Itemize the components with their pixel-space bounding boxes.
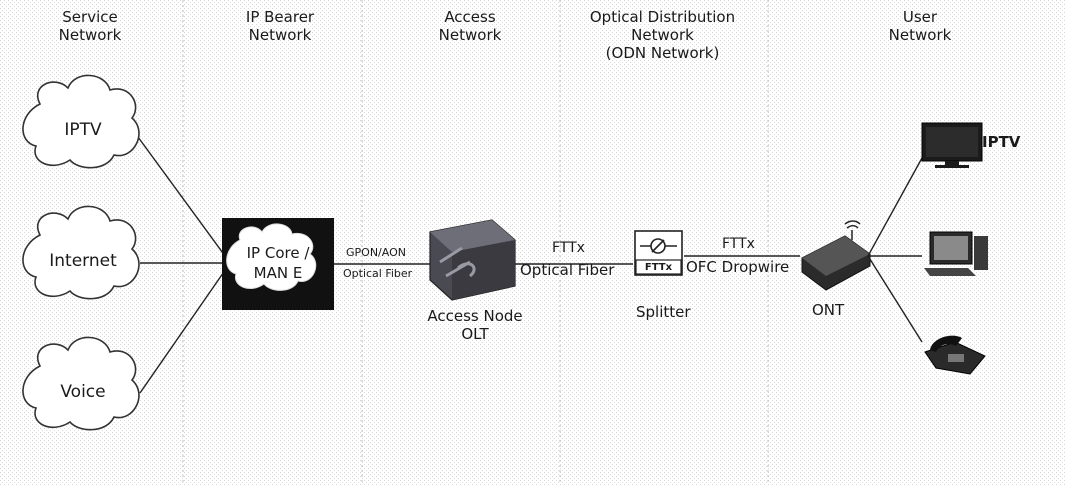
cloud-label-iptv: IPTV (64, 120, 102, 140)
column-header-line: (ODN Network) (605, 44, 720, 62)
splitter-badge: FTTx (644, 262, 673, 273)
column-header-line: Network (631, 26, 694, 44)
column-header-line: IP Bearer (245, 8, 315, 26)
ip-core-label: IP Core / MAN E (232, 243, 324, 283)
column-separators (182, 0, 769, 485)
cloud-label-internet: Internet (49, 251, 117, 271)
column-header-line: Network (438, 26, 502, 44)
ip-core-label-line: MAN E (253, 264, 303, 282)
cloud-icon (22, 74, 140, 431)
cloud-voice (22, 336, 140, 431)
ont-label: ONT (812, 301, 845, 319)
column-header-access: Access Network (420, 8, 520, 44)
olt-label: Access Node OLT (410, 307, 540, 343)
column-header-line: Service (62, 8, 118, 26)
user-iptv-label: IPTV (982, 133, 1021, 151)
service-links (137, 136, 229, 394)
computer-icon (924, 231, 988, 276)
link-label-fttx-2: FTTx (722, 236, 755, 252)
ont-router-icon (801, 220, 871, 291)
olt-device-icon (429, 219, 516, 301)
column-header-line: User (902, 8, 938, 26)
splitter-label: Splitter (636, 303, 691, 321)
column-header-service: Service Network (40, 8, 140, 44)
splitter-icon (634, 230, 683, 276)
link-label-optical-fiber-2: Optical Fiber (520, 261, 615, 279)
column-header-odn: Optical Distribution Network (ODN Networ… (570, 8, 755, 62)
olt-label-line: OLT (461, 325, 489, 343)
user-links (867, 157, 923, 343)
link-label-fttx-1: FTTx (552, 240, 585, 256)
cloud-iptv (22, 74, 140, 169)
olt-label-line: Access Node (427, 307, 523, 325)
column-header-line: Network (58, 26, 122, 44)
tv-icon (921, 122, 983, 168)
link-label-ofc-dropwire: OFC Dropwire (686, 258, 790, 276)
column-header-line: Network (888, 26, 952, 44)
link-ont-tv (867, 157, 923, 257)
telephone-icon (924, 335, 986, 375)
cloud-label-voice: Voice (60, 382, 106, 402)
column-header-line: Network (248, 26, 312, 44)
column-header-line: Optical Distribution (589, 8, 736, 26)
fiber-links (334, 255, 800, 265)
ip-core-icon (222, 218, 334, 310)
link-voice-core (139, 265, 229, 394)
link-ont-phone (867, 255, 923, 343)
column-header-line: Access (444, 8, 496, 26)
link-label-gpon: GPON/AON (346, 246, 406, 259)
column-header-user: User Network (880, 8, 960, 44)
cloud-internet (22, 205, 140, 300)
link-iptv-core (137, 136, 229, 261)
column-header-ip-bearer: IP Bearer Network (225, 8, 335, 44)
ip-core-label-line: IP Core / (246, 244, 310, 262)
link-label-optical-fiber-1: Optical Fiber (343, 267, 413, 280)
